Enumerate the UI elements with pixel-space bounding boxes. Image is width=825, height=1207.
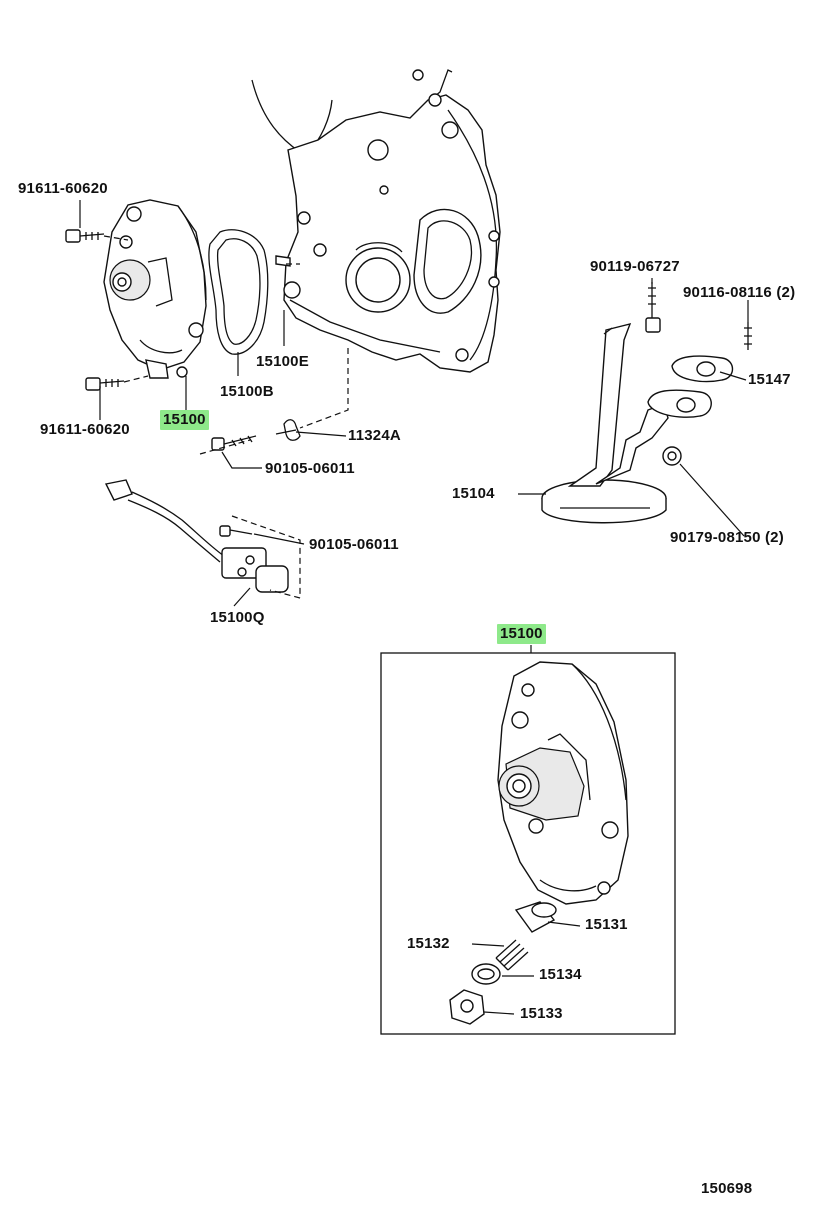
spring-illustration (495, 939, 529, 971)
timing-cover-illustration (251, 69, 501, 373)
alignment-lines-left (103, 235, 349, 599)
oil-pump-right-illustration (497, 661, 629, 905)
clamp-illustration (275, 419, 301, 441)
callout-15132[interactable]: 15132 (407, 935, 450, 952)
oil-pump-left-illustration (103, 199, 207, 379)
callout-11324a[interactable]: 11324A (348, 427, 401, 444)
callout-15100e[interactable]: 15100E (256, 353, 309, 370)
callout-15134[interactable]: 15134 (539, 966, 582, 983)
bolt-upper-illustration (65, 229, 105, 243)
bolt-lower-illustration (85, 377, 125, 391)
callout-90105-06011-clamp[interactable]: 90105-06011 (265, 460, 355, 477)
callout-91611-60620-upper[interactable]: 91611-60620 (18, 180, 108, 197)
washer-illustration (471, 963, 501, 985)
callout-15131[interactable]: 15131 (585, 916, 628, 933)
callout-15147[interactable]: 15147 (748, 371, 791, 388)
stud-bolt-illustration (645, 282, 661, 333)
sensor-assembly-illustration (104, 479, 289, 593)
drawing-number: 150698 (701, 1180, 753, 1197)
callout-15104[interactable]: 15104 (452, 485, 495, 502)
leader-lines (79, 200, 749, 1015)
strainer-gasket-illustration (647, 355, 734, 418)
bolt-clamp-illustration (211, 435, 257, 451)
callout-91611-60620-lower[interactable]: 91611-60620 (40, 421, 130, 438)
callout-90116-08116[interactable]: 90116-08116 (2) (683, 284, 796, 301)
callout-15100-highlighted-left[interactable]: 15100 (160, 410, 209, 430)
plug-illustration (449, 989, 485, 1025)
callout-15100-highlighted-right[interactable]: 15100 (497, 624, 546, 644)
callout-90119-06727[interactable]: 90119-06727 (590, 258, 680, 275)
callout-15133[interactable]: 15133 (520, 1005, 563, 1022)
callout-90105-06011-sensor[interactable]: 90105-06011 (309, 536, 399, 553)
callout-15100q[interactable]: 15100Q (210, 609, 265, 626)
callout-15100b[interactable]: 15100B (220, 383, 274, 400)
nut-illustration (662, 446, 682, 466)
strainer-illustration (541, 322, 669, 524)
piston-illustration (514, 901, 557, 933)
callout-90179-08150[interactable]: 90179-08150 (2) (670, 529, 784, 546)
pump-gasket-illustration (208, 229, 269, 355)
detail-box (380, 645, 676, 1035)
stud-small-illustration (744, 322, 752, 350)
